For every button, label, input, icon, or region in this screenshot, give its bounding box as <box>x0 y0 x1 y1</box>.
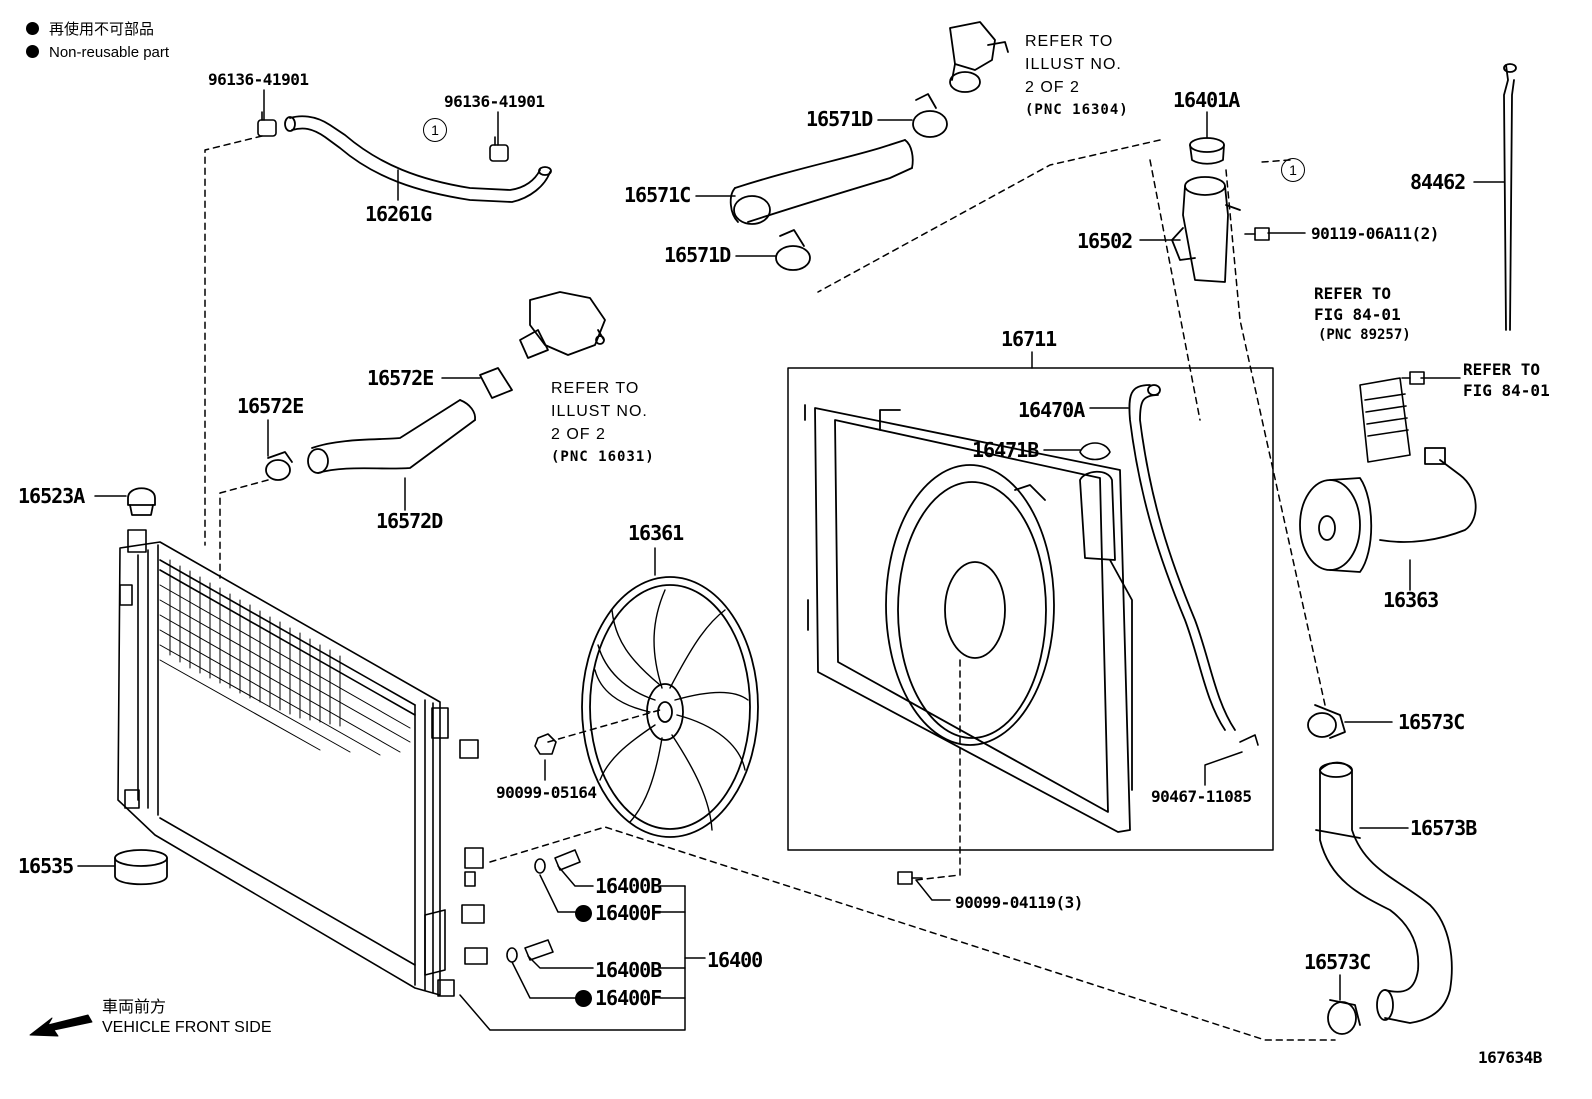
legend-line-jp: 再使用不可部品 <box>26 18 154 39</box>
drain-plug-16400b-upper <box>534 849 581 874</box>
hose-16572d <box>307 399 476 474</box>
non-reusable-dot-icon <box>26 22 39 35</box>
fan-motor-16363 <box>1299 447 1477 573</box>
part-label-16401a[interactable]: 16401A <box>1173 88 1240 112</box>
leader-lines <box>77 89 1505 1031</box>
clamp-96136-41901-a <box>257 111 277 137</box>
refer-note-fig-84-01-resistor[interactable]: REFER TO FIG 84-01 (PNC 89257) <box>1314 284 1411 343</box>
fan-resistor <box>1359 377 1411 463</box>
part-label-16571d-top[interactable]: 16571D <box>806 107 873 131</box>
part-label-16571d-bottom[interactable]: 16571D <box>664 243 731 267</box>
part-label-16523a[interactable]: 16523A <box>18 484 85 508</box>
hose-16573b <box>1315 761 1453 1024</box>
clamp-16572e-lower <box>265 451 293 481</box>
part-label-16573b[interactable]: 16573B <box>1410 816 1477 840</box>
part-label-96136-41901-a[interactable]: 96136-41901 <box>208 70 309 89</box>
callout-1-marker-right: 1 <box>1281 158 1305 182</box>
part-label-16363[interactable]: 16363 <box>1383 588 1439 612</box>
part-label-16571c[interactable]: 16571C <box>624 183 691 207</box>
clamp-16471b <box>1079 442 1111 461</box>
non-reusable-dot-icon <box>575 990 592 1007</box>
part-label-16470a[interactable]: 16470A <box>1018 398 1085 422</box>
cushion-16535 <box>114 849 168 886</box>
part-label-16261g[interactable]: 16261G <box>365 202 432 226</box>
part-label-16572d[interactable]: 16572D <box>376 509 443 533</box>
clip-90467-11085 <box>1239 734 1259 746</box>
part-label-16400b-upper[interactable]: 16400B <box>595 874 662 898</box>
part-label-16400f-lower[interactable]: 16400F <box>575 986 662 1010</box>
part-label-16573c-top[interactable]: 16573C <box>1398 710 1465 734</box>
part-label-90119-06a11[interactable]: 90119-06A11(2) <box>1311 224 1439 243</box>
non-reusable-dot-icon <box>575 905 592 922</box>
part-label-16572e-lower[interactable]: 16572E <box>237 394 304 418</box>
fan-16361 <box>581 576 759 838</box>
hose-16571c <box>729 139 914 225</box>
part-label-90467-11085[interactable]: 90467-11085 <box>1151 787 1252 806</box>
part-label-16400b-lower[interactable]: 16400B <box>595 958 662 982</box>
bolt-90119-06a11 <box>1244 227 1270 241</box>
legend-line-en: Non-reusable part <box>26 44 169 61</box>
overflow-hose-16470a <box>1128 384 1236 731</box>
part-label-90099-05164[interactable]: 90099-05164 <box>496 783 597 802</box>
fan-shroud <box>804 404 1133 833</box>
part-label-16572e-upper[interactable]: 16572E <box>367 366 434 390</box>
part-label-16535[interactable]: 16535 <box>18 854 74 878</box>
thermostat-housing-top <box>949 21 1009 93</box>
radiator-cap-16401a <box>1189 137 1225 165</box>
part-label-16400f-upper[interactable]: 16400F <box>575 901 662 925</box>
cushion-16523a <box>127 487 156 516</box>
shroud-assembly-box-16711 <box>787 367 1274 851</box>
part-label-96136-41901-b[interactable]: 96136-41901 <box>444 92 545 111</box>
part-label-90099-04119[interactable]: 90099-04119(3) <box>955 893 1083 912</box>
thermostat-housing-mid <box>519 291 606 359</box>
clamp-16572e-upper <box>479 367 513 399</box>
callout-1-marker-left: 1 <box>423 118 447 142</box>
refer-note-pnc-16031[interactable]: REFER TO ILLUST NO. 2 OF 2 (PNC 16031) <box>551 380 655 465</box>
clamp-16573c-top <box>1307 704 1346 739</box>
part-label-84462[interactable]: 84462 <box>1410 170 1466 194</box>
front-side-label: 車両前方 VEHICLE FRONT SIDE <box>102 999 272 1036</box>
non-reusable-dot-icon <box>26 45 39 58</box>
part-label-16361[interactable]: 16361 <box>628 521 684 545</box>
part-label-16400[interactable]: 16400 <box>707 948 763 972</box>
filler-neck-16502 <box>1171 176 1241 283</box>
bolt-90099-04119 <box>897 871 923 885</box>
clamp-16571d-bottom <box>775 229 811 271</box>
clamp-16571d-top <box>912 93 948 138</box>
level-gauge-84462 <box>1503 63 1517 331</box>
radiator <box>117 529 488 997</box>
refer-note-fig-84-01-screw[interactable]: REFER TO FIG 84-01 <box>1463 360 1550 400</box>
part-label-16471b[interactable]: 16471B <box>972 438 1039 462</box>
illustration-number: 167634B <box>1478 1048 1542 1067</box>
part-label-16502[interactable]: 16502 <box>1077 229 1133 253</box>
clamp-96136-41901-b <box>489 136 509 162</box>
nut-90099-05164 <box>534 733 557 755</box>
hose-16261g <box>284 115 552 203</box>
part-label-16573c-bottom[interactable]: 16573C <box>1304 950 1371 974</box>
front-direction-arrow <box>29 1014 93 1037</box>
refer-note-pnc-16304[interactable]: REFER TO ILLUST NO. 2 OF 2 (PNC 16304) <box>1025 33 1129 118</box>
dashed-assembly-lines <box>204 135 1336 1041</box>
clamp-16573c-bottom <box>1327 999 1361 1035</box>
part-label-16711[interactable]: 16711 <box>1001 327 1057 351</box>
